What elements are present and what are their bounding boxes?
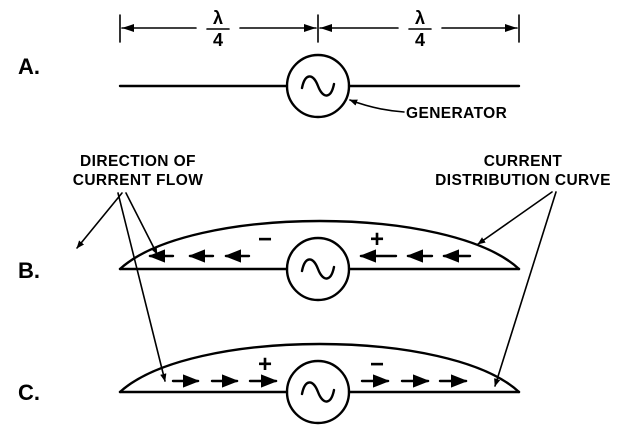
- dim-arrow-center-l: [304, 24, 316, 32]
- generator-symbol-b: [285, 236, 351, 302]
- generator-label: GENERATOR: [406, 105, 507, 122]
- polarity-plus-c: +: [258, 351, 272, 378]
- lambda-over-4-left: λ 4: [206, 8, 230, 50]
- curve-leaders: [477, 191, 557, 387]
- svg-text:DISTRIBUTION CURVE: DISTRIBUTION CURVE: [435, 172, 611, 189]
- generator-callout-arrow: [349, 99, 405, 113]
- svg-text:DIRECTION OF: DIRECTION OF: [80, 153, 196, 170]
- sine-wave-icon: [300, 381, 336, 403]
- lambda-numerator-left: λ: [213, 8, 223, 28]
- current-distribution-curve-b: [118, 219, 521, 271]
- polarity-plus-b: +: [370, 226, 384, 253]
- lambda-over-4-right: λ 4: [408, 8, 432, 50]
- generator-symbol-a: [285, 53, 351, 119]
- part-b: B. − +: [18, 219, 521, 302]
- lambda-denominator-left: 4: [213, 30, 223, 50]
- part-c-label: C.: [18, 380, 40, 405]
- direction-of-current-flow-label: DIRECTION OF CURRENT FLOW: [73, 153, 204, 189]
- current-distribution-curve-c: [118, 342, 521, 394]
- part-b-label: B.: [18, 258, 40, 283]
- polarity-minus-c: −: [370, 351, 384, 378]
- sine-wave-icon: [300, 258, 336, 280]
- dim-arrow-left: [122, 24, 134, 32]
- generator-circle: [285, 53, 351, 119]
- svg-text:CURRENT: CURRENT: [484, 153, 563, 170]
- direction-leaders: [76, 192, 167, 382]
- dim-arrow-right: [505, 24, 517, 32]
- part-a-label: A.: [18, 54, 40, 79]
- dim-arrow-center-r: [320, 24, 332, 32]
- part-a: A. λ 4 λ 4: [18, 8, 521, 122]
- lambda-numerator-right: λ: [415, 8, 425, 28]
- quarter-wave-dimension: λ 4 λ 4: [119, 8, 520, 50]
- part-c: C. + −: [18, 342, 521, 425]
- sine-wave-icon: [300, 75, 336, 97]
- lambda-denominator-right: 4: [415, 30, 425, 50]
- current-distribution-curve-label: CURRENT DISTRIBUTION CURVE: [435, 153, 611, 189]
- generator-symbol-c: [285, 359, 351, 425]
- polarity-minus-b: −: [258, 226, 272, 253]
- svg-text:CURRENT FLOW: CURRENT FLOW: [73, 172, 204, 189]
